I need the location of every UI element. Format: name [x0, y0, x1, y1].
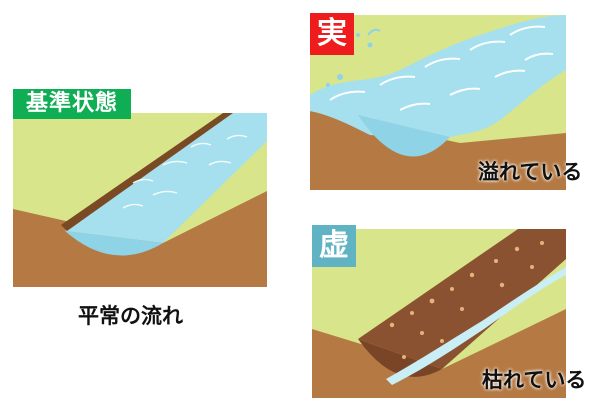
baseline-badge: 基準状態	[13, 89, 131, 119]
overflowing-caption: 溢れている	[478, 160, 583, 184]
excess-badge: 実	[310, 13, 354, 55]
normal-flow-illustration	[13, 113, 267, 287]
deficiency-badge: 虚	[312, 225, 356, 267]
normal-flow-caption: 平常の流れ	[78, 304, 183, 328]
dried-up-caption: 枯れている	[482, 368, 587, 392]
overflowing-illustration	[310, 15, 566, 190]
